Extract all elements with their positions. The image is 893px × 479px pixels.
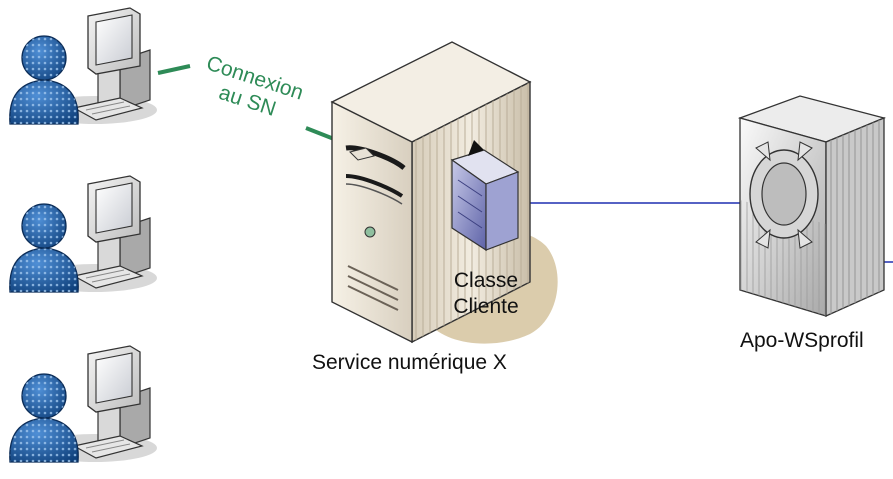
user-workstation-icon xyxy=(9,175,158,293)
user-workstation-icon xyxy=(9,7,157,125)
client-class-label-line2: Cliente xyxy=(453,295,519,318)
connection-dash-left xyxy=(157,64,191,75)
client-class-label-line1: Classe xyxy=(453,269,519,292)
client-class-module-icon xyxy=(450,140,520,252)
connection-dash-right xyxy=(305,126,335,141)
router-icon xyxy=(737,95,887,318)
server-caption: Service numérique X xyxy=(312,351,507,374)
client-class-label: Classe Cliente xyxy=(440,268,532,320)
remote-service-caption: Apo-WSprofil xyxy=(740,329,864,352)
user-workstation-icon xyxy=(9,345,158,463)
